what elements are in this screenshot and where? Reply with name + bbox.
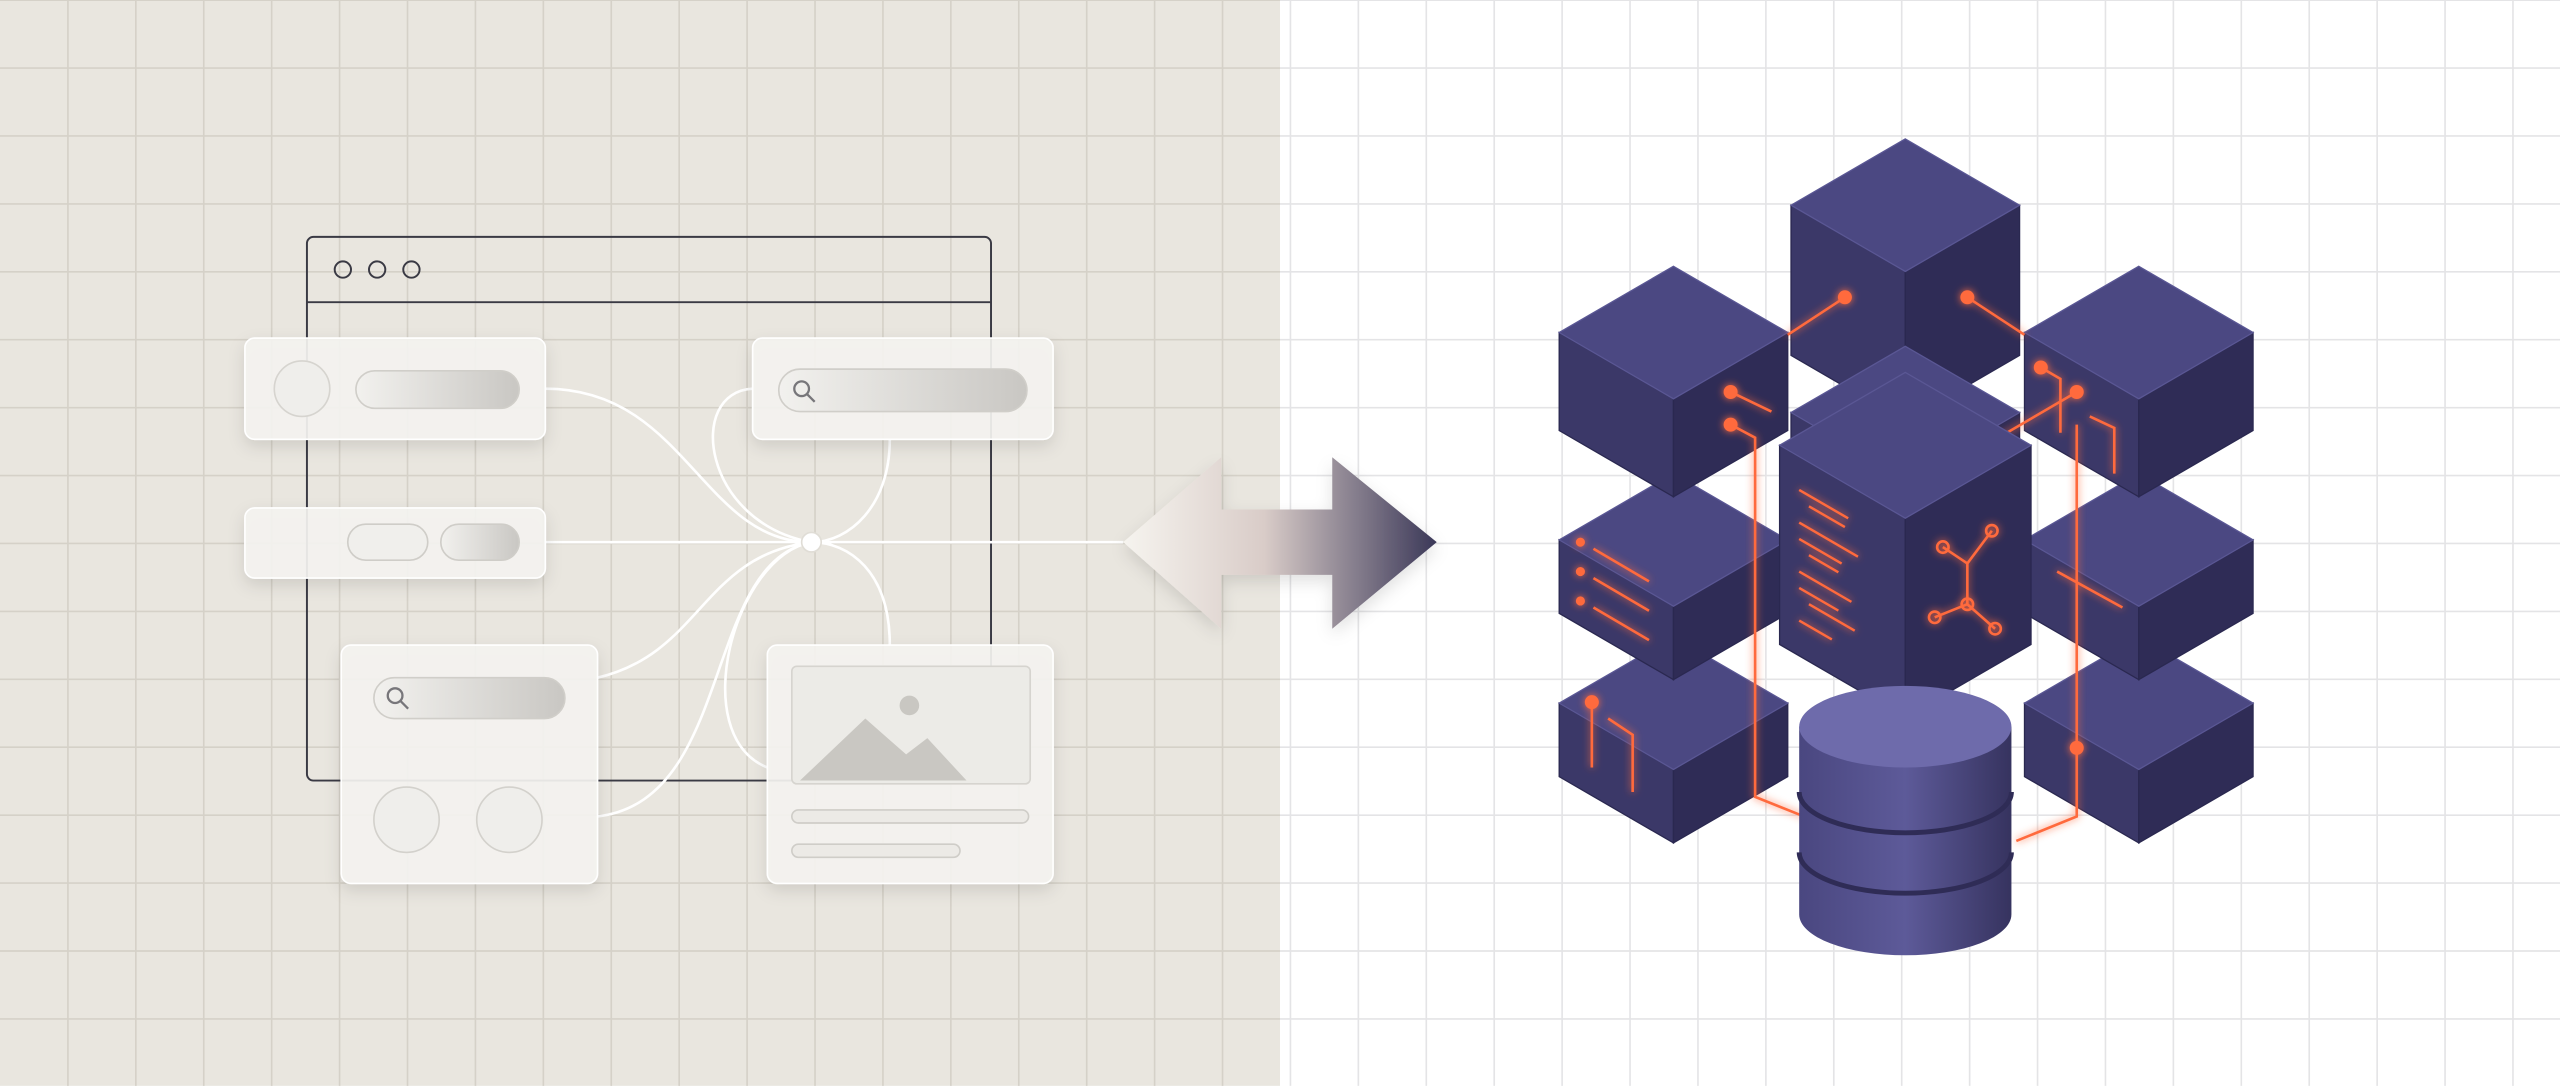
cube-icon (2023, 265, 2255, 498)
toggle-pill (440, 523, 520, 561)
cube-icon (1557, 265, 1790, 498)
circuit-node (1584, 695, 1599, 710)
cube-cluster (1557, 138, 2255, 956)
circuit-trace (2015, 424, 2079, 843)
central-cube-icon (1778, 371, 2033, 719)
window-control-icon (402, 260, 421, 279)
circuit-lines (1584, 290, 2124, 843)
circuit-trace (1966, 296, 2026, 336)
bidirectional-arrow-icon (1123, 457, 1437, 629)
circuit-node (1960, 290, 1975, 305)
search-field (777, 368, 1028, 413)
circuit-trace (2089, 415, 2116, 474)
database-icon (1796, 685, 2014, 956)
search-icon (386, 687, 409, 710)
avatar-circle-icon (273, 360, 331, 418)
circuit-trace (1607, 717, 1634, 792)
text-line (791, 809, 1030, 824)
cube-icon (1557, 472, 1790, 681)
circuit-node (2069, 384, 2084, 399)
cube-icon (1557, 636, 1790, 845)
circuit-node (1723, 417, 1738, 432)
image-icon (800, 695, 967, 781)
circuit-trace (1730, 390, 1772, 413)
connector-lines (545, 387, 1124, 818)
code-icon (1798, 488, 1859, 641)
circuit-trace (1787, 296, 1846, 336)
circuit-node (2069, 740, 2084, 755)
text-field (355, 369, 520, 410)
circuit-trace (2056, 570, 2124, 609)
list-icon (1575, 537, 1650, 642)
window-control-icon (333, 260, 353, 279)
circuit-trace (1729, 423, 1805, 818)
cube-icon (2023, 636, 2255, 845)
circuit-node (1723, 384, 1738, 399)
search-icon (793, 380, 816, 403)
circuit-node (2033, 360, 2048, 375)
circuit-node (1837, 290, 1852, 305)
window-control-icon (368, 260, 387, 279)
text-line (791, 843, 961, 859)
button-circle-icon (475, 786, 543, 854)
circuit-trace (2040, 366, 2062, 433)
hub-node (800, 531, 823, 553)
network-node-icon (1927, 523, 2003, 636)
toggle-pill (346, 523, 429, 561)
search-field (373, 676, 566, 720)
button-circle-icon (373, 786, 440, 854)
